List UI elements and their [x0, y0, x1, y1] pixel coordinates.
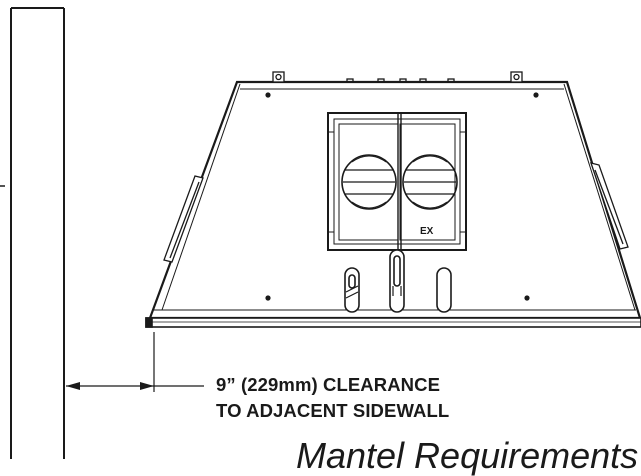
- mounting-holes: [265, 92, 539, 301]
- exhaust-badge: EX: [420, 226, 434, 237]
- fireplace-clearance-diagram: EX: [0, 7, 641, 459]
- clearance-callout: 9” (229mm) CLEARANCE TO ADJACENT SIDEWAL…: [216, 372, 449, 424]
- side-bracket-right: [590, 162, 629, 250]
- vent-assembly: EX: [327, 112, 467, 251]
- clearance-dimension: [66, 332, 204, 392]
- right-damper-opening: [402, 154, 458, 210]
- side-bracket-left: [163, 175, 204, 263]
- base-plate: [145, 317, 641, 328]
- top-mounting-tabs: [272, 71, 523, 83]
- adjacent-sidewall: [10, 7, 65, 459]
- left-damper-opening: [341, 154, 397, 210]
- section-heading: Mantel Requirements: [296, 435, 639, 476]
- slot-left: [344, 267, 360, 313]
- clearance-label-line1: 9” (229mm) CLEARANCE: [216, 374, 441, 395]
- slot-right: [436, 267, 452, 313]
- slot-center: [389, 249, 405, 313]
- clearance-label-line2: TO ADJACENT SIDEWALL: [216, 400, 450, 421]
- adjustment-slots: [344, 249, 452, 313]
